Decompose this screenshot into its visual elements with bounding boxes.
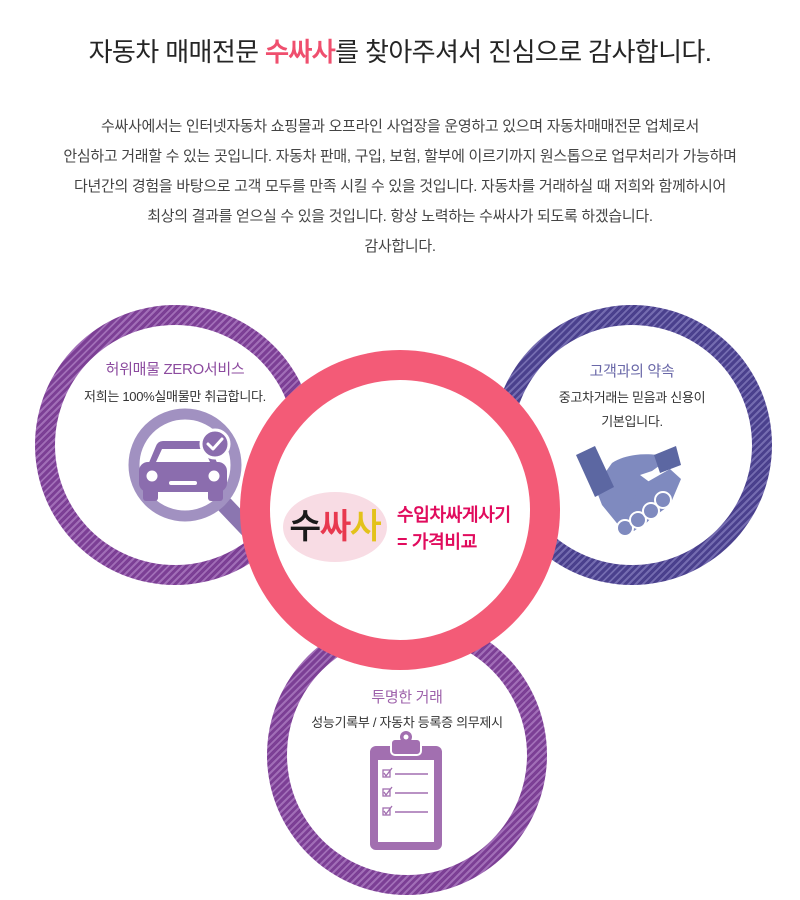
logo-char: 수 bbox=[289, 508, 321, 546]
logo-char: 사 bbox=[350, 508, 381, 546]
intro-line: 안심하고 거래할 수 있는 곳입니다. 자동차 판매, 구입, 보험, 할부에 … bbox=[63, 148, 737, 165]
feature-desc-line: 저희는 100%실매물만 취급합니다. bbox=[84, 389, 266, 404]
finger bbox=[616, 519, 634, 537]
intro-line: 수싸사에서는 인터넷자동차 쇼핑몰과 오프라인 사업장을 운영하고 있으며 자동… bbox=[101, 118, 699, 135]
brand-logo: 수싸사 bbox=[283, 492, 387, 562]
right-cuff bbox=[654, 446, 681, 473]
feature-desc: 성능기록부 / 자동차 등록증 의무제시 bbox=[267, 711, 547, 735]
check-badge bbox=[199, 428, 231, 460]
magnifier-car-icon bbox=[128, 408, 272, 554]
page-title-brand: 수싸사 bbox=[265, 37, 336, 67]
feature-desc: 저희는 100%실매물만 취급합니다. bbox=[35, 385, 315, 409]
checklist-box bbox=[382, 788, 391, 797]
logo-char: 싸 bbox=[319, 508, 351, 546]
handshake-icon bbox=[576, 446, 681, 537]
checklist-box bbox=[382, 769, 391, 778]
checklist-check bbox=[383, 786, 393, 797]
car-body bbox=[139, 462, 227, 492]
car-grille bbox=[169, 481, 197, 485]
feature-desc-line: 기본입니다. bbox=[601, 414, 663, 429]
page-title-after: 를 찾아주셔서 진심으로 감사합니다. bbox=[335, 37, 712, 67]
car-wheel-left bbox=[143, 487, 158, 501]
intro-line: 다년간의 경험을 바탕으로 고객 모두를 만족 시킬 수 있을 것입니다. 자동… bbox=[73, 178, 727, 195]
checklist-box bbox=[382, 807, 391, 816]
checklist-check bbox=[383, 767, 393, 778]
intro-line: 최상의 결과를 얻으실 수 있을 것입니다. 항상 노력하는 수싸사가 되도록 … bbox=[147, 208, 653, 225]
feature-desc-line: 성능기록부 / 자동차 등록증 의무제시 bbox=[311, 715, 503, 730]
car-headlight-right bbox=[208, 470, 220, 482]
check-icon bbox=[206, 437, 224, 451]
checklist-check bbox=[383, 805, 393, 816]
tagline-line: = 가격비교 bbox=[397, 532, 477, 552]
left-cuff bbox=[576, 446, 614, 497]
page-title-before: 자동차 매매전문 bbox=[88, 37, 266, 67]
clipboard-clip-hole bbox=[403, 734, 409, 740]
feature-desc-line: 중고차거래는 믿음과 신용이 bbox=[558, 390, 706, 405]
finger bbox=[654, 491, 672, 509]
finger bbox=[642, 502, 660, 520]
car-wheel-right bbox=[208, 487, 223, 501]
clipboard-paper bbox=[378, 760, 434, 842]
clipboard-icon bbox=[370, 731, 442, 850]
feature-desc: 중고차거래는 믿음과 신용이 기본입니다. bbox=[492, 386, 772, 434]
intro-paragraph: 수싸사에서는 인터넷자동차 쇼핑몰과 오프라인 사업장을 운영하고 있으며 자동… bbox=[0, 112, 800, 262]
tagline-line: 수입차싸게사기 bbox=[397, 505, 511, 525]
feature-title: 허위매물 ZERO서비스 bbox=[105, 361, 245, 378]
car-headlight-left bbox=[146, 470, 158, 482]
tagline: 수입차싸게사기 = 가격비교 bbox=[397, 502, 511, 556]
page-title: 자동차 매매전문 수싸사를 찾아주셔서 진심으로 감사합니다. bbox=[0, 30, 800, 74]
center-circle: 수싸사 수입차싸게사기 = 가격비교 bbox=[240, 350, 560, 670]
feature-title: 고객과의 약속 bbox=[589, 363, 675, 380]
feature-circle-promise: 고객과의 약속 중고차거래는 믿음과 신용이 기본입니다. bbox=[492, 305, 772, 585]
car-windshield bbox=[156, 449, 210, 462]
intro-line: 감사합니다. bbox=[364, 238, 436, 255]
finger bbox=[629, 511, 647, 529]
feature-title: 투명한 거래 bbox=[371, 689, 443, 706]
